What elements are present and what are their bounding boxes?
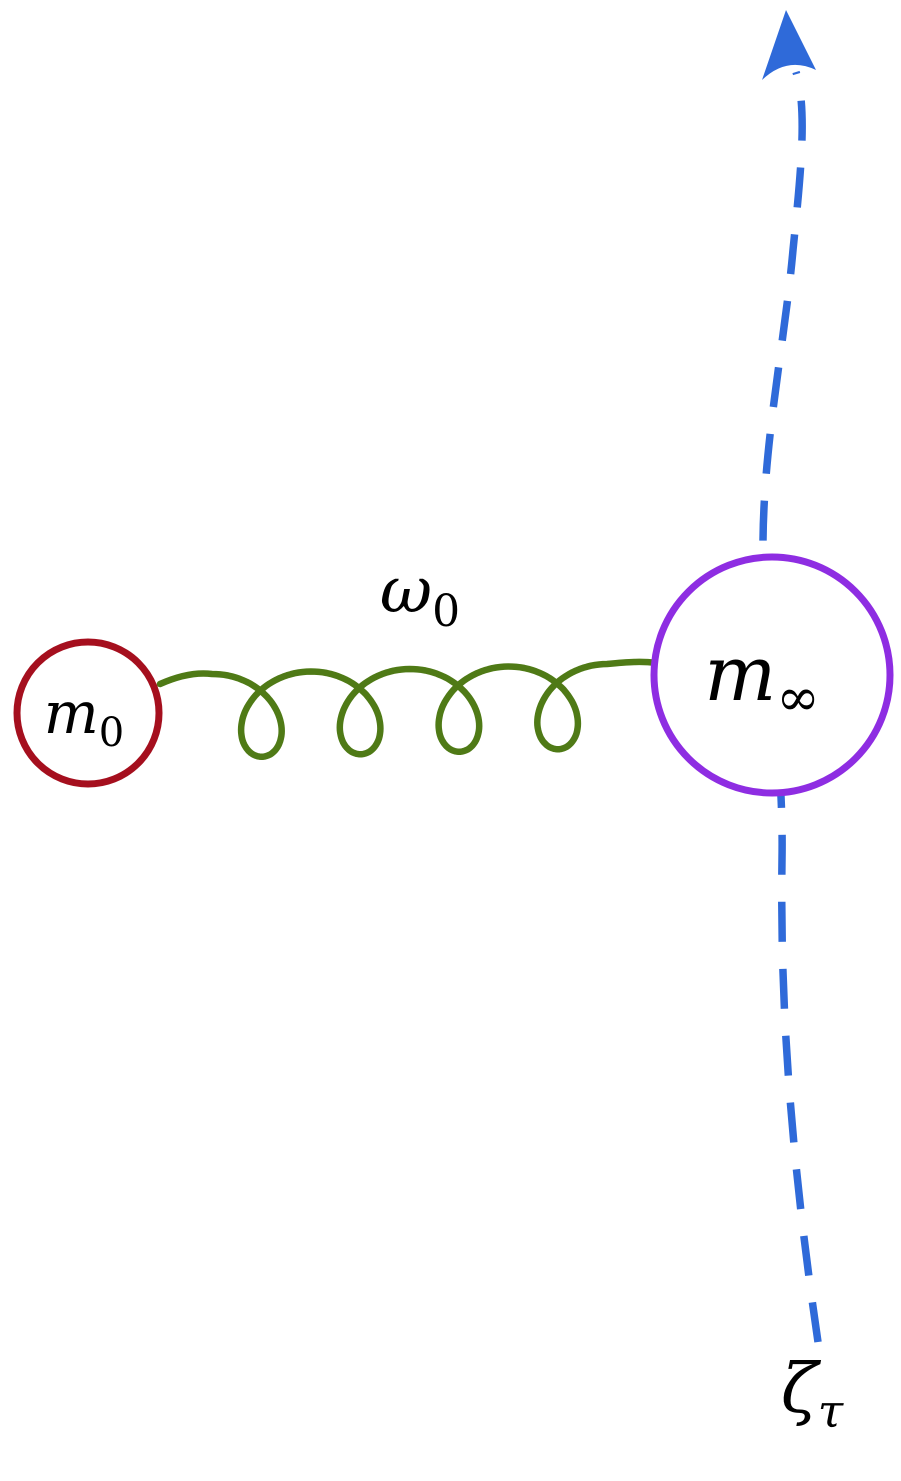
- trajectory-label-main: ζ: [781, 1350, 822, 1429]
- left-mass-label-main: m: [44, 679, 99, 747]
- spring-coil: [156, 658, 660, 761]
- spring-label: ω0: [380, 554, 460, 637]
- spring-label-sub: 0: [432, 586, 460, 637]
- spring-label-main: ω: [380, 554, 432, 628]
- trajectory-label: ζτ: [781, 1350, 845, 1438]
- right-mass-label-main: m: [704, 629, 776, 718]
- right-mass-label: m∞: [704, 629, 819, 728]
- left-mass-circle: [13, 638, 163, 788]
- trajectory-arrowhead: [762, 10, 816, 80]
- trajectory-label-sub: τ: [818, 1384, 845, 1438]
- left-mass-label-sub: 0: [99, 710, 124, 756]
- right-mass-circle: [650, 553, 894, 797]
- left-mass-label: m0: [44, 679, 124, 756]
- right-mass-label-sub: ∞: [776, 668, 819, 728]
